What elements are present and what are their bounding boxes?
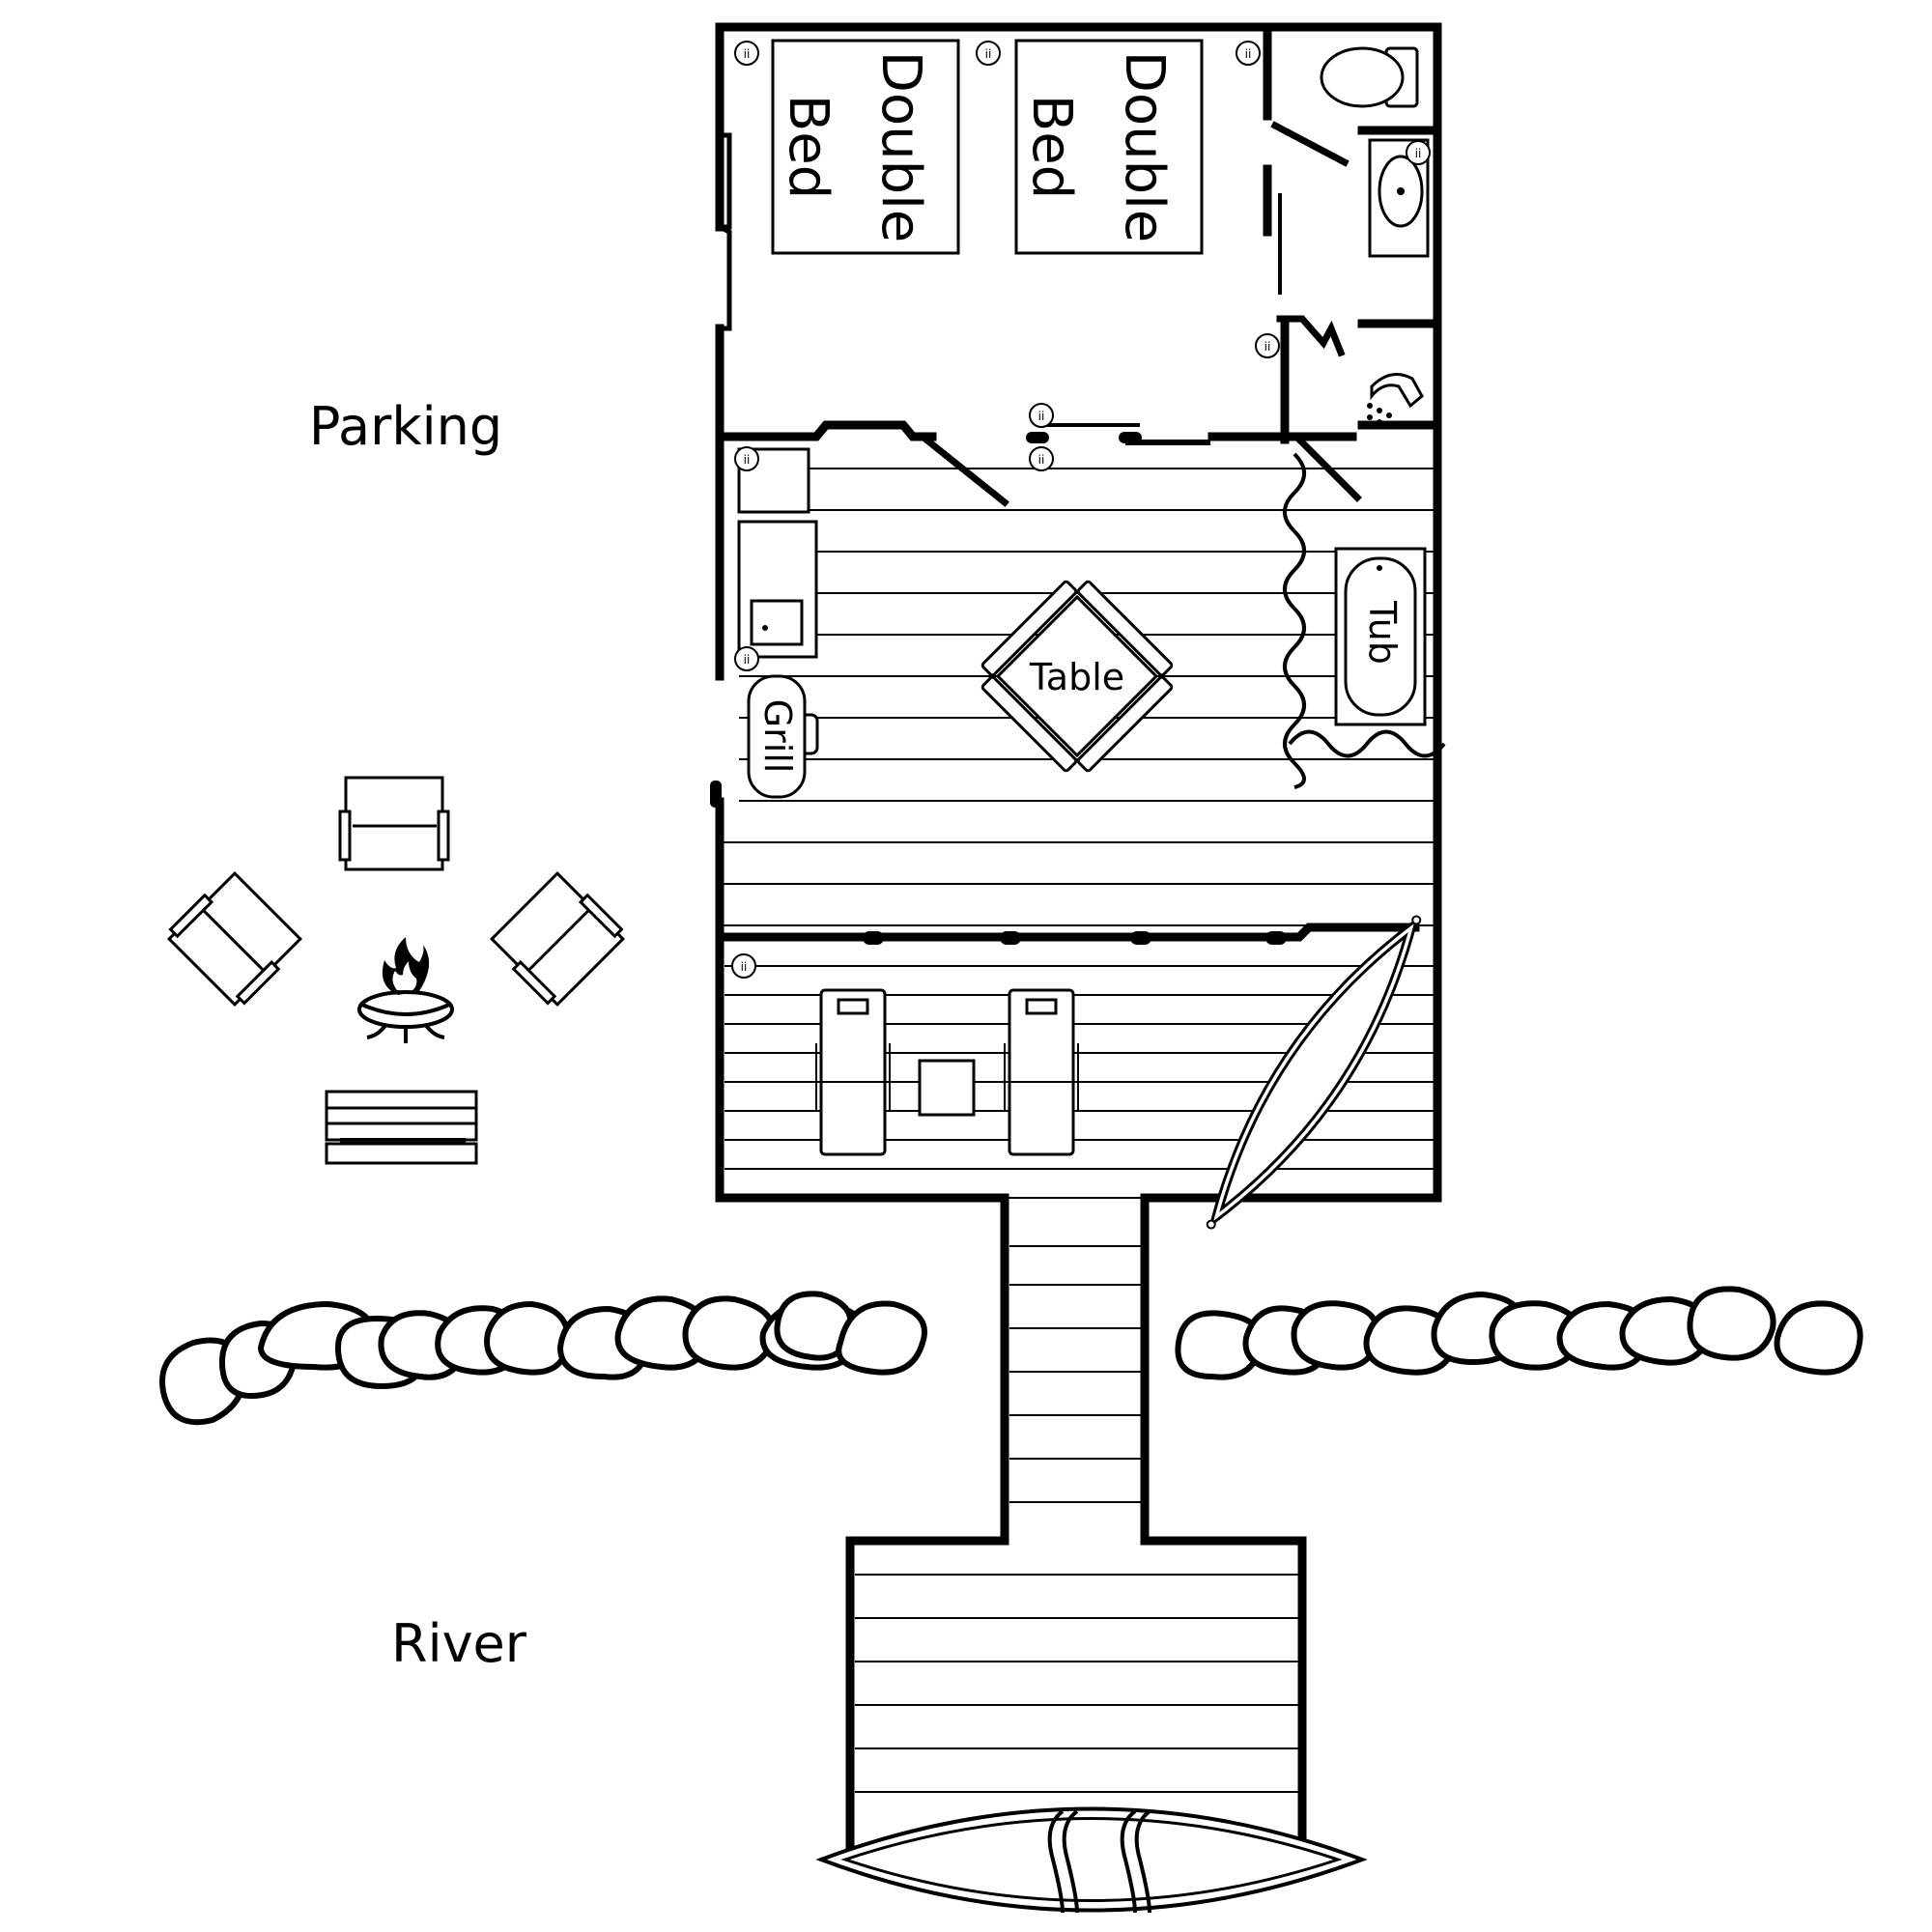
toilet-icon — [1320, 46, 1419, 108]
walkway-planks — [1009, 1245, 1145, 1503]
bed-2-label-line-1: Double — [1113, 51, 1176, 242]
tub-label: Tub — [1361, 600, 1404, 665]
river-label: River — [391, 1613, 527, 1674]
bench — [325, 1090, 478, 1165]
grill-icon: Grill — [747, 674, 819, 799]
double-bed-2: Double Bed — [1014, 39, 1204, 255]
svg-text:ii: ii — [744, 453, 751, 467]
shower-icon — [1367, 373, 1424, 425]
kitchen-counter — [737, 447, 818, 659]
grill-label: Grill — [756, 699, 799, 774]
stone-wall-left — [159, 1291, 927, 1426]
svg-text:ii: ii — [744, 653, 751, 667]
kayak-icon — [1206, 915, 1422, 1230]
doors — [918, 121, 1362, 507]
parking-label: Parking — [309, 396, 502, 457]
porch-posts — [710, 781, 1287, 945]
armchair-top — [338, 776, 450, 871]
svg-text:ii: ii — [1245, 47, 1252, 61]
armchair-left — [166, 870, 303, 1008]
stone-wall-right — [1175, 1286, 1863, 1380]
fire-pit-icon — [357, 937, 454, 1043]
svg-text:ii: ii — [741, 960, 748, 974]
svg-text:ii: ii — [1415, 147, 1422, 160]
bed-1-label-line-2: Bed — [777, 95, 839, 199]
outlet-markers: ii ii ii ii ii ii ii ii ii ii — [731, 41, 1431, 979]
armchair-right — [489, 870, 626, 1008]
sink-icon — [1368, 138, 1430, 258]
svg-text:ii: ii — [1038, 410, 1045, 423]
bed-2-label-line-2: Bed — [1020, 95, 1083, 199]
bed-1-label-line-1: Double — [869, 51, 932, 242]
side-table — [918, 1059, 976, 1117]
lounge-chair-1 — [815, 988, 891, 1156]
lounge-chair-2 — [1004, 988, 1079, 1156]
svg-text:ii: ii — [1264, 340, 1271, 354]
table-label: Table — [1029, 656, 1124, 698]
exterior-walls — [715, 22, 1442, 1855]
left-wall-windows — [716, 132, 732, 331]
privacy-curtain — [1283, 452, 1446, 789]
hot-tub: Tub — [1334, 547, 1427, 726]
canoe-icon — [815, 1806, 1368, 1914]
svg-text:ii: ii — [1038, 453, 1045, 467]
double-bed-1: Double Bed — [771, 39, 960, 255]
svg-text:ii: ii — [985, 47, 992, 61]
svg-text:ii: ii — [744, 47, 751, 61]
dining-table — [980, 580, 1174, 773]
dock-planks — [855, 1574, 1299, 1793]
